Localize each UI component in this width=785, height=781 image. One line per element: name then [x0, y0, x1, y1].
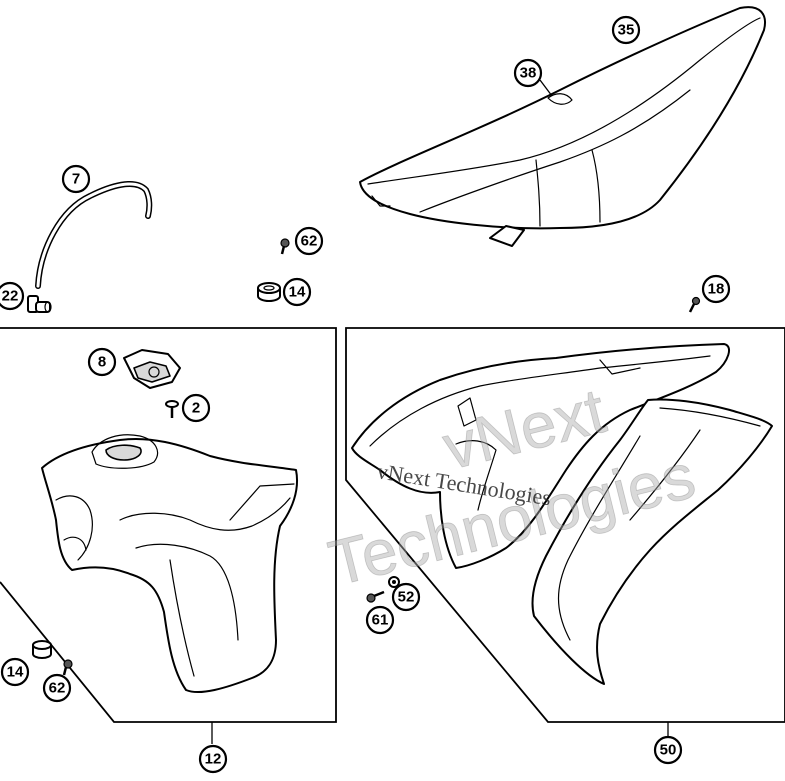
- callout-12: 12: [198, 744, 228, 774]
- fuel-hose-part: [35, 181, 153, 289]
- bushing-part-bottom: [32, 640, 52, 659]
- svg-text:52: 52: [398, 589, 415, 606]
- callout-61: 61: [365, 605, 395, 635]
- callout-22: 22: [0, 281, 25, 311]
- fuel-tank-part: [41, 434, 298, 694]
- tank-group-frame: [0, 327, 337, 723]
- shroud-group-frame: [345, 327, 785, 723]
- screw-part-18: [688, 296, 701, 313]
- svg-text:2: 2: [192, 400, 200, 417]
- svg-text:22: 22: [2, 288, 19, 305]
- callout-35: 35: [611, 15, 641, 45]
- nut-part-52: [388, 576, 400, 588]
- svg-text:62: 62: [49, 680, 66, 697]
- callout-18: 18: [701, 274, 731, 304]
- callout-7: 7: [61, 164, 91, 194]
- screw-part-bottom: [62, 659, 73, 676]
- svg-text:50: 50: [660, 742, 677, 759]
- callout-14-top: 14: [282, 277, 312, 307]
- screw-part-top: [280, 238, 290, 255]
- svg-text:62: 62: [301, 233, 318, 250]
- callout-2: 2: [181, 393, 211, 423]
- bushing-part-top: [257, 282, 281, 302]
- svg-text:14: 14: [7, 664, 24, 681]
- screw-part-2: [165, 400, 179, 418]
- callout-14-bottom: 14: [0, 657, 30, 687]
- screw-part-61: [366, 590, 385, 603]
- svg-text:35: 35: [618, 22, 635, 39]
- leader-lines: [211, 79, 669, 744]
- elbow-fitting-part: [27, 295, 52, 313]
- svg-text:18: 18: [708, 281, 725, 298]
- svg-text:14: 14: [289, 284, 306, 301]
- svg-text:8: 8: [98, 354, 106, 371]
- fuel-cap-part: [123, 349, 181, 389]
- svg-text:38: 38: [520, 65, 537, 82]
- callout-62-bottom: 62: [42, 673, 72, 703]
- callout-62-top: 62: [294, 226, 324, 256]
- svg-text:12: 12: [205, 751, 222, 768]
- svg-text:7: 7: [72, 171, 80, 188]
- callout-52: 52: [391, 582, 421, 612]
- callout-8: 8: [87, 347, 117, 377]
- callout-38: 38: [513, 58, 543, 88]
- radiator-shroud-part-right: [531, 398, 773, 685]
- radiator-shroud-part-left: [351, 343, 731, 569]
- seat-part: [359, 6, 766, 247]
- callout-50: 50: [653, 735, 683, 765]
- svg-text:61: 61: [372, 612, 389, 629]
